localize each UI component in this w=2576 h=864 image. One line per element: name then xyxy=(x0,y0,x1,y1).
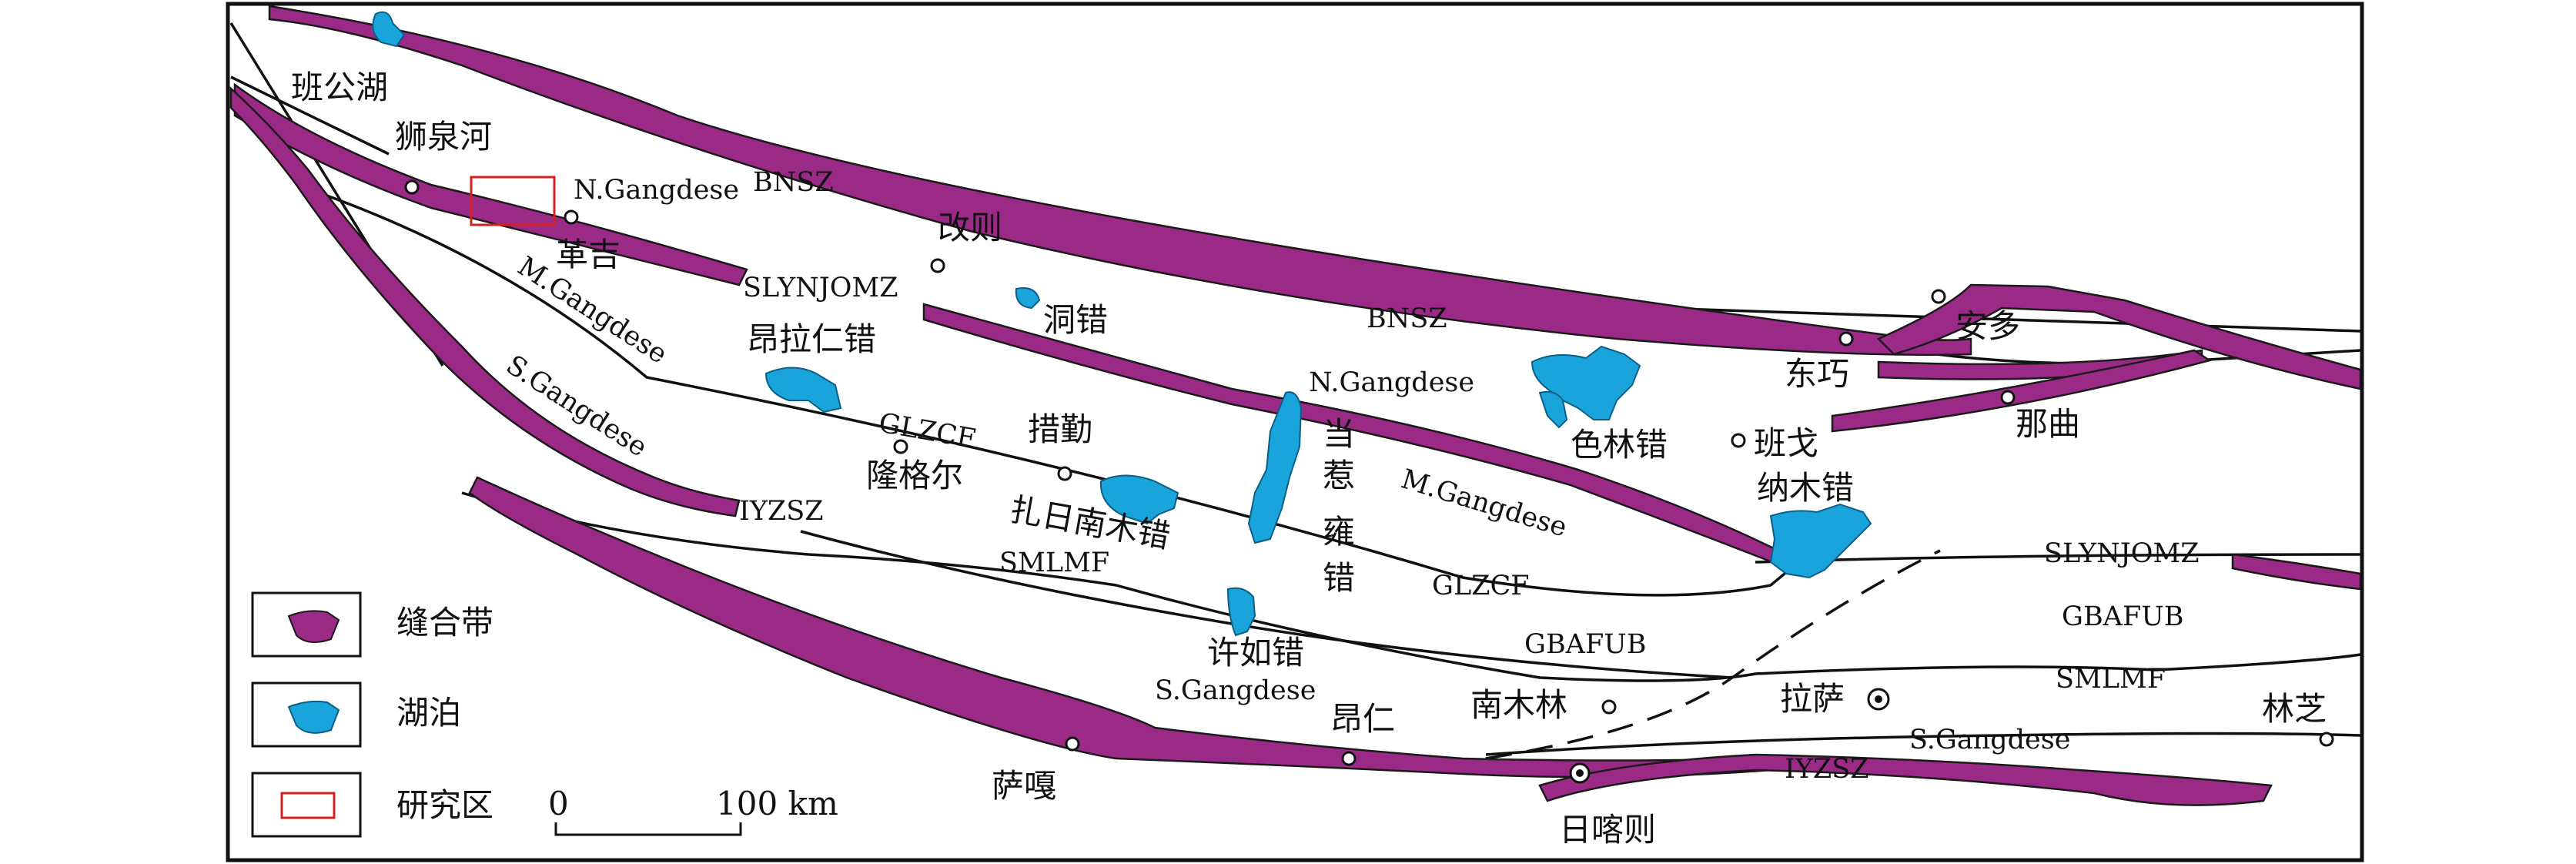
legend: 缝合带 湖泊 研究区 xyxy=(251,591,493,838)
legend-study-label: 研究区 xyxy=(396,786,493,824)
label-baingoin: 班戈 xyxy=(1754,424,1818,462)
legend-study-box xyxy=(251,772,362,838)
label-shigatse: 日喀则 xyxy=(1559,811,1656,849)
dashed-fault xyxy=(1485,549,1941,760)
legend-suture-swatch xyxy=(287,610,340,643)
label-iyzsz-west: IYZSZ xyxy=(739,496,824,527)
label-cuoqin: 措勤 xyxy=(1028,410,1092,448)
dong-co-shape xyxy=(1015,287,1041,310)
label-saga: 萨嘎 xyxy=(992,767,1056,805)
label-slynjomz-east: SLYNJOMZ xyxy=(2044,538,2200,569)
selin-co-west-shape xyxy=(1538,390,1568,429)
town-markers xyxy=(404,179,2334,766)
label-lhasa: 拉萨 xyxy=(1780,680,1845,718)
selin-co-shape xyxy=(1531,345,1641,420)
label-shiquanhe: 狮泉河 xyxy=(395,118,492,156)
label-geji: 革吉 xyxy=(556,236,621,273)
nam-co-shape xyxy=(1769,503,1872,579)
label-iyzsz-east: IYZSZ xyxy=(1785,754,1869,785)
label-smlmf-east: SMLMF xyxy=(2056,664,2166,695)
south-gangdese-south-boundary xyxy=(1485,732,2361,756)
label-n-gangdese-mid: N.Gangdese xyxy=(1309,367,1474,398)
amdo-marker xyxy=(1931,289,1946,304)
ngamring-marker xyxy=(1341,751,1357,766)
scale-bar-line xyxy=(554,822,742,836)
city-markers xyxy=(1569,688,1890,784)
label-nagqu: 那曲 xyxy=(2016,405,2080,443)
legend-study-swatch xyxy=(280,792,336,819)
label-dangre-yongco-2: 惹 xyxy=(1323,457,1355,494)
label-s-gangdese-east: S.Gangdese xyxy=(1909,725,2070,755)
bnsz-suture-west xyxy=(268,5,1972,357)
gaize-marker xyxy=(930,258,945,273)
baingoin-marker xyxy=(1731,433,1746,448)
label-dangre-yongco-1: 当 xyxy=(1323,415,1355,453)
label-nam-co: 纳木错 xyxy=(1757,469,1854,507)
label-anglaren-co: 昂拉仁错 xyxy=(747,320,876,358)
lhasa-marker-dot xyxy=(1875,695,1882,703)
label-dong-co: 洞错 xyxy=(1043,301,1108,339)
geji-marker xyxy=(564,209,579,225)
saga-marker xyxy=(1065,736,1080,752)
nagqu-marker xyxy=(2000,390,2016,405)
anglaren-co-shape xyxy=(764,367,842,414)
scale-zero-label: 0 xyxy=(548,785,569,822)
label-nyingchi: 林芝 xyxy=(2262,690,2327,728)
label-n-gangdese-west: N.Gangdese xyxy=(574,175,739,206)
legend-lake-label: 湖泊 xyxy=(396,694,461,732)
place-labels: 班公湖 狮泉河 革吉 改则 洞错 昂拉仁错 措勤 隆格尔 扎日南木错 当 惹 雍… xyxy=(291,69,2327,849)
label-slynjomz-west: SLYNJOMZ xyxy=(743,273,898,303)
bangong-lake-shape xyxy=(372,11,406,48)
xuru-co-shape xyxy=(1226,587,1256,637)
label-bnsz-east: BNSZ xyxy=(1367,303,1447,334)
iyzsz-suture-outer xyxy=(229,86,741,517)
scale-distance-label: 100 km xyxy=(716,785,838,822)
label-bnsz-west: BNSZ xyxy=(753,167,834,198)
dongqiao-marker xyxy=(1838,331,1854,347)
label-bangong-lake: 班公湖 xyxy=(291,69,388,106)
label-namling: 南木林 xyxy=(1470,686,1567,724)
label-longgeer: 隆格尔 xyxy=(866,457,963,494)
label-dangre-yongco-3: 雍 xyxy=(1323,513,1355,551)
slynjomz-suture-east xyxy=(2231,553,2362,591)
nagqu-suture-branch xyxy=(1831,349,2213,433)
label-xuru-co: 许如错 xyxy=(1207,634,1304,671)
label-dongqiao: 东巧 xyxy=(1785,355,1849,393)
namling-marker xyxy=(1601,699,1617,715)
zhari-namco-shape xyxy=(1099,474,1179,525)
west-frame-boundary-b xyxy=(230,75,390,156)
legend-lake-swatch xyxy=(287,700,340,734)
scale-bar: 0 100 km xyxy=(548,785,838,836)
study-area-box xyxy=(470,176,556,226)
shiquanhe-marker xyxy=(404,179,420,195)
nyingchi-marker xyxy=(2319,732,2334,747)
iyzsz-suture-east xyxy=(1538,753,2273,806)
cuoqin-marker xyxy=(1057,466,1072,481)
legend-suture-label: 缝合带 xyxy=(396,604,493,641)
label-ngamring: 昂仁 xyxy=(1330,700,1395,738)
smlmf-fault xyxy=(461,491,2361,682)
label-gaize: 改则 xyxy=(938,209,1002,246)
label-gbafub-east: GBAFUB xyxy=(2062,601,2183,632)
suture-zones xyxy=(229,5,2362,806)
label-dangre-yongco-4: 错 xyxy=(1323,559,1355,597)
label-smlmf-west: SMLMF xyxy=(999,548,1109,578)
slynjomz-suture-west xyxy=(233,82,748,286)
lakes xyxy=(372,11,1872,637)
label-s-gangdese-mid: S.Gangdese xyxy=(1155,675,1316,706)
longgeer-marker xyxy=(893,439,908,454)
dangre-yongco-shape xyxy=(1247,391,1303,544)
shigatse-marker-dot xyxy=(1576,769,1584,777)
label-glzcf-mid: GLZCF xyxy=(1432,571,1530,601)
glzcf-fault xyxy=(296,183,1795,597)
bnsz-suture-north-branch xyxy=(1876,283,2362,390)
label-gbafub-mid: GBAFUB xyxy=(1524,629,1646,660)
label-amdo: 安多 xyxy=(1955,307,2020,345)
label-selin-co: 色林错 xyxy=(1571,426,1668,464)
